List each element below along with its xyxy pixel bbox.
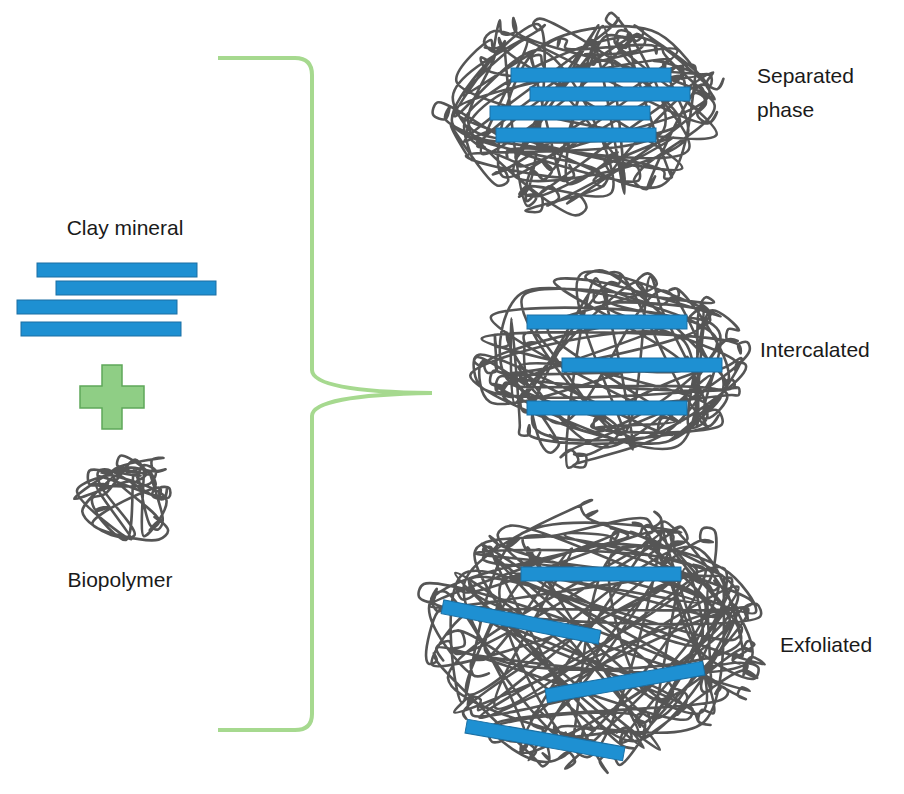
polymer-chain xyxy=(433,13,724,215)
polymer-chain xyxy=(470,270,750,467)
caption-label: Intercalated xyxy=(760,333,900,367)
caption-label: Clay mineral xyxy=(25,211,225,245)
caption-label: Biopolymer xyxy=(20,563,220,597)
clay-layer xyxy=(527,401,687,415)
caption-label: Exfoliated xyxy=(780,628,900,662)
clay-layer xyxy=(490,106,650,120)
clay-layer xyxy=(21,322,181,336)
clay-layer xyxy=(56,281,216,295)
clay-layer xyxy=(465,719,625,761)
caption-label: Separated phase xyxy=(757,59,875,126)
clay-layer xyxy=(37,263,197,277)
polymer-chain xyxy=(419,500,765,773)
bracket xyxy=(218,58,432,730)
clay-layer xyxy=(562,358,722,372)
plus-sign xyxy=(80,365,144,429)
clay-layer xyxy=(17,300,177,314)
clay-layer xyxy=(511,68,671,82)
clay-layer xyxy=(496,128,656,142)
clay-layer xyxy=(545,661,705,703)
polymer-chain xyxy=(74,456,170,541)
clay-layers xyxy=(17,68,722,761)
clay-layer xyxy=(441,600,601,644)
clay-layer xyxy=(530,87,690,101)
clay-layer xyxy=(521,567,681,581)
clay-layer xyxy=(527,315,687,329)
polymer-chains xyxy=(74,13,764,773)
